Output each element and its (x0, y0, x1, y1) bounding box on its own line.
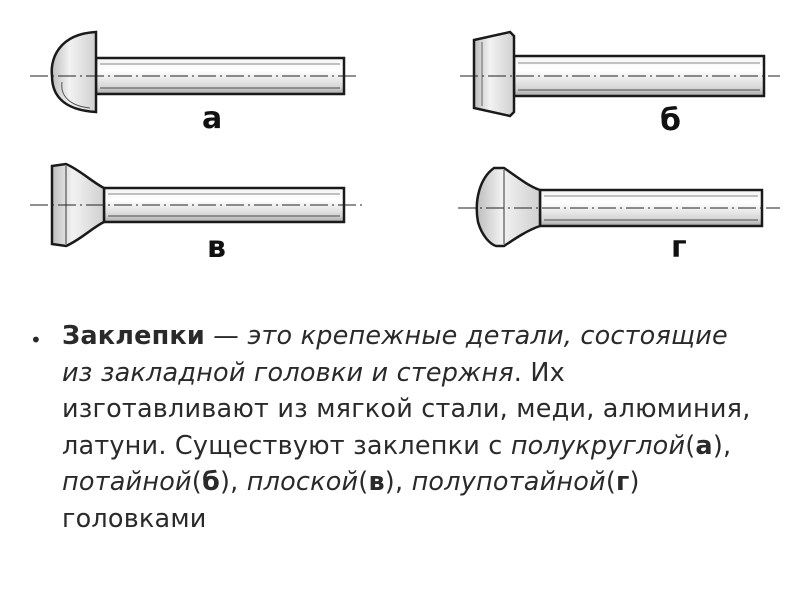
term: Заклепки (62, 321, 205, 351)
rivet-label-g: г (671, 230, 687, 265)
bullet-marker: • (30, 328, 42, 352)
rivet-b-countersunk (460, 30, 780, 118)
rivet-a-head (50, 30, 98, 114)
rivet-v-flat (30, 162, 362, 248)
type-g: полупотайной (411, 467, 606, 497)
type-b: потайной (62, 467, 192, 497)
dash: — (205, 321, 248, 351)
type-g-ref: г (615, 467, 630, 497)
rivet-types-figure (30, 30, 780, 248)
ending: ) головками (62, 467, 640, 534)
rivet-g-head (475, 166, 542, 248)
type-b-ref: б (201, 467, 220, 497)
definition: это крепежные детали, состоящие из закла… (62, 321, 728, 388)
description-bullet-item: • Заклепки — это крепежные детали, состо… (30, 318, 756, 537)
rivet-b-head (472, 30, 516, 118)
rivet-v-head (50, 162, 106, 248)
description-paragraph: Заклепки — это крепежные детали, состоящ… (62, 321, 751, 534)
rivet-label-b: б (660, 103, 681, 138)
type-a: полукруглой (510, 430, 686, 461)
type-a-ref: а (695, 430, 713, 461)
rivet-a-semicircular (30, 30, 360, 114)
type-v-ref: в (368, 467, 385, 497)
rivet-g-semicountersunk (458, 166, 780, 248)
sentence-2: . Их изготавливают из мягкой стали, меди… (62, 357, 751, 461)
separator-3: ), (384, 467, 412, 497)
rivet-label-v: в (207, 230, 226, 265)
separator-2: ), (219, 467, 247, 497)
separator-1: ), (712, 430, 732, 461)
type-v: плоской (246, 467, 359, 497)
rivet-label-a: а (202, 101, 223, 136)
rivet-v-shank (102, 186, 346, 224)
